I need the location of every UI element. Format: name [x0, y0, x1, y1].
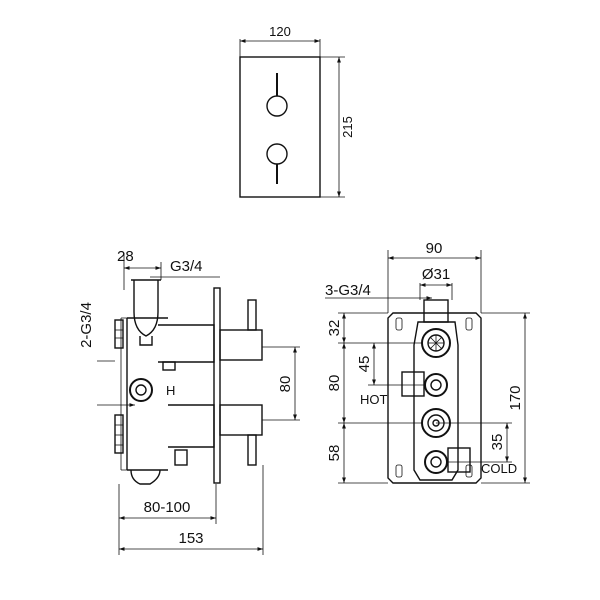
front-width-label: 120 — [269, 24, 291, 39]
upper-cartridge — [158, 324, 215, 363]
rear-valve-body — [413, 321, 459, 481]
top-outlet — [131, 279, 161, 312]
rear-thread-label: 3-G3/4 — [325, 282, 371, 299]
front-view: 120 215 — [239, 24, 355, 198]
rear-height-label: 170 — [507, 385, 524, 410]
upper-lever-side — [247, 299, 257, 331]
upper-handle — [219, 329, 263, 361]
lower-cartridge — [168, 404, 215, 448]
side-thread-top-label: G3/4 — [170, 258, 203, 275]
rear-port-cold — [424, 450, 448, 474]
side-thread-label: 2-G3/4 — [78, 302, 95, 348]
upper-knob — [266, 95, 288, 117]
faceplate — [239, 56, 321, 198]
hot-label: HOT — [360, 392, 388, 407]
cold-label: COLD — [481, 461, 517, 476]
side-port-upper — [114, 319, 124, 349]
rear-port-hot — [424, 373, 448, 397]
wall-plate — [213, 287, 221, 484]
side-depth-top-label: 28 — [117, 248, 134, 265]
rear-dim-45-label: 45 — [356, 356, 373, 373]
lower-knob — [266, 143, 288, 165]
rear-dim-32-label: 32 — [326, 320, 343, 337]
side-adjust-label: 80-100 — [144, 499, 191, 516]
side-total-label: 153 — [178, 530, 203, 547]
rear-diameter-label: Ø31 — [422, 266, 450, 283]
lower-lever-side — [247, 434, 257, 466]
rear-plate — [387, 312, 482, 484]
diverter-circle — [129, 378, 153, 402]
side-port-lower — [114, 414, 124, 454]
rear-view: HOT COLD 90 Ø31 3-G3/4 170 32 80 45 — [325, 240, 530, 484]
side-h-mark: H — [166, 383, 175, 398]
rear-top-outlet — [423, 299, 449, 323]
valve-body — [126, 317, 168, 471]
front-height-label: 215 — [340, 116, 355, 138]
rear-dim-58-label: 58 — [326, 445, 343, 462]
cold-tab — [447, 447, 471, 473]
side-spacing-label: 80 — [277, 376, 294, 393]
lower-handle — [219, 404, 263, 436]
side-view: H 28 G3/4 2-G3/4 80 80-100 153 — [78, 248, 300, 555]
hot-tab — [401, 371, 425, 397]
rear-dim-35-label: 35 — [489, 434, 506, 451]
rear-width-label: 90 — [426, 240, 443, 257]
rear-dim-80-label: 80 — [326, 375, 343, 392]
